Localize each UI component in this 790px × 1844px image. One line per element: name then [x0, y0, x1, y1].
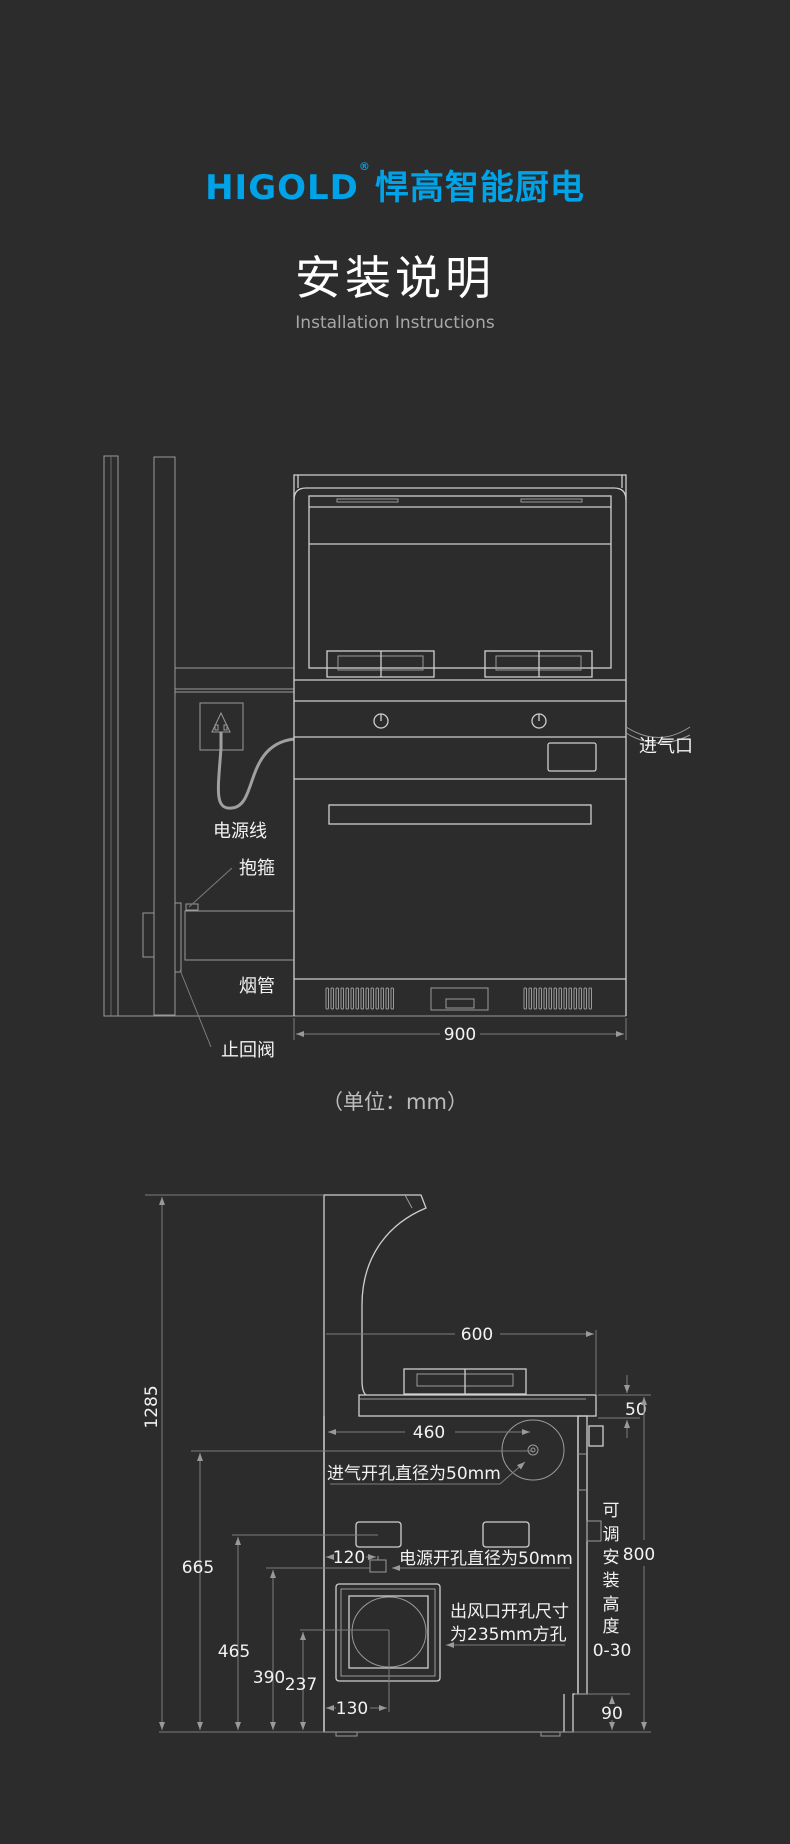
unit-note: （单位：mm）	[322, 1090, 468, 1114]
width-dimension: 900	[293, 1018, 627, 1045]
note-adjustable-char: 度	[603, 1617, 620, 1637]
vent-slot	[578, 987, 582, 1010]
dim-900: 900	[444, 1025, 476, 1045]
vent-slot	[360, 987, 364, 1010]
note-outlet-hole-line2: 为235mm方孔	[450, 1625, 567, 1645]
side-dimensions: 1285 600 50 460 665 465 39	[142, 1194, 655, 1733]
vent-slot	[375, 987, 379, 1010]
gas-pipe	[625, 726, 691, 744]
dim-120: 120	[333, 1548, 365, 1568]
vent-slot	[335, 987, 339, 1010]
vent-slot	[345, 987, 349, 1010]
label-power-cord: 电源线	[213, 821, 267, 842]
page-subtitle: Installation Instructions	[295, 313, 495, 333]
dim-130: 130	[336, 1699, 368, 1719]
bottom-vent-right	[523, 987, 592, 1010]
burner-side	[403, 1368, 527, 1395]
vent-slot	[365, 987, 369, 1010]
vent-slot	[528, 987, 532, 1010]
dim-800: 800	[623, 1545, 655, 1565]
wall	[103, 455, 626, 1017]
label-flue-pipe: 烟管	[239, 976, 275, 997]
brand-name-en: HIGOLD	[205, 168, 359, 208]
note-adjustable-range: 0-30	[593, 1641, 632, 1661]
dim-665: 665	[182, 1558, 214, 1578]
note-adjustable-char: 高	[603, 1595, 620, 1615]
brand-logo: HIGOLD®悍高智能厨电	[0, 160, 790, 209]
display-panel	[547, 742, 597, 772]
knob-bracket	[588, 1425, 604, 1447]
knob-icon	[373, 713, 389, 729]
vent-slot	[588, 987, 592, 1010]
dim-600: 600	[461, 1325, 493, 1345]
dim-50: 50	[625, 1400, 647, 1420]
note-adjustable-char: 安	[603, 1548, 620, 1568]
vent-slot	[553, 987, 557, 1010]
vent-slot	[390, 987, 394, 1010]
vent-slot	[336, 498, 399, 503]
bottom-vent-left	[325, 987, 394, 1010]
vent-slot	[548, 987, 552, 1010]
burner-left	[326, 650, 435, 678]
page-title: 安装说明	[295, 251, 495, 305]
vent-slot	[370, 987, 374, 1010]
dim-465: 465	[218, 1642, 250, 1662]
vent-slot	[520, 498, 583, 503]
side-notes: 进气开孔直径为50mm 电源开孔直径为50mm 出风口开孔尺寸 为235mm方孔…	[327, 1461, 632, 1661]
note-inlet-hole: 进气开孔直径为50mm	[327, 1464, 501, 1484]
dim-390: 390	[253, 1668, 285, 1688]
vent-slot	[523, 987, 527, 1010]
vent-slot	[563, 987, 567, 1010]
brand-name-cn: 悍高智能厨电	[374, 168, 585, 208]
note-adjustable-char: 装	[603, 1571, 620, 1591]
burner-right	[484, 650, 593, 678]
note-adjustable-char: 调	[603, 1525, 620, 1545]
knob-icon	[531, 713, 547, 729]
vent-slot	[573, 987, 577, 1010]
vent-slot	[543, 987, 547, 1010]
vent-slot	[568, 987, 572, 1010]
dim-1285: 1285	[142, 1385, 162, 1428]
vent-slot	[350, 987, 354, 1010]
dim-90: 90	[601, 1704, 623, 1724]
vent-slot	[533, 987, 537, 1010]
integrated-stove-front	[293, 474, 691, 1016]
vent-slot	[385, 987, 389, 1010]
vent-slot	[538, 987, 542, 1010]
registered-mark: ®	[358, 160, 371, 173]
gas-inlet-hole	[501, 1419, 565, 1481]
power-socket-icon	[369, 1556, 387, 1573]
front-view-diagram: 900 电源线 抱箍 烟管 止回阀 进气口	[103, 455, 693, 1061]
flue-pipe	[142, 867, 295, 1048]
label-check-valve: 止回阀	[221, 1040, 275, 1061]
note-outlet-hole-line1: 出风口开孔尺寸	[450, 1602, 569, 1622]
vent-slot	[330, 987, 334, 1010]
vent-slot	[558, 987, 562, 1010]
note-adjustable-char: 可	[603, 1501, 620, 1521]
vent-slot	[340, 987, 344, 1010]
label-clamp: 抱箍	[239, 858, 275, 879]
power-cord	[216, 732, 295, 810]
label-gas-inlet: 进气口	[639, 736, 693, 757]
vent-slot	[380, 987, 384, 1010]
vent-slot	[325, 987, 329, 1010]
note-power-hole: 电源开孔直径为50mm	[399, 1549, 573, 1569]
power-slot	[482, 1521, 530, 1548]
air-outlet	[335, 1583, 441, 1682]
oven-handle	[328, 804, 592, 825]
vent-slot	[355, 987, 359, 1010]
vent-slot	[583, 987, 587, 1010]
side-view-diagram: 1285 600 50 460 665 465 39	[142, 1194, 655, 1737]
dim-460: 460	[413, 1423, 445, 1443]
dim-237: 237	[285, 1675, 317, 1695]
